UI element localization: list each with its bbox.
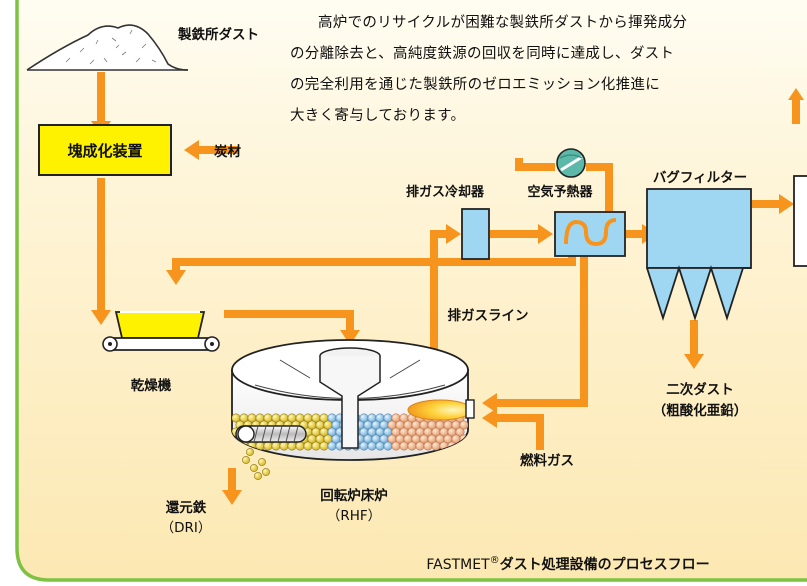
pellet <box>287 441 297 451</box>
pellet <box>279 441 289 451</box>
label-gas-cooler: 排ガス冷却器 <box>406 184 485 200</box>
pellet <box>367 441 377 451</box>
background-panel <box>15 0 807 582</box>
stack-partial <box>793 175 807 267</box>
intro-line-4: 大きく寄与しております。 <box>290 108 466 124</box>
pellet <box>423 441 433 451</box>
flow-dryer-to-rhf <box>224 310 354 332</box>
pellet <box>391 441 401 451</box>
pellet <box>263 441 273 451</box>
flow-hotair-to-rhf <box>494 256 588 407</box>
label-rhf-sub: （RHF） <box>327 508 381 524</box>
label-exhaust-line: 排ガスライン <box>448 307 529 324</box>
label-air-preheater: 空気予熱器 <box>527 184 593 200</box>
flow-return-to-dryer <box>172 256 576 272</box>
dri-pellets <box>242 448 270 480</box>
caption-prefix: FASTMET <box>426 557 490 573</box>
intro-line-1: 高炉でのリサイクルが困難な製鉄所ダストから揮発成分 <box>318 15 688 31</box>
pellet <box>303 441 313 451</box>
label-secondary-dust-sub: （粗酸化亜鉛） <box>653 402 748 419</box>
flow-exhaust-riser <box>430 230 448 375</box>
pellet <box>455 427 465 437</box>
pellet <box>415 441 425 451</box>
label-carbon: 炭材 <box>214 143 241 160</box>
gas-cooler <box>461 208 490 260</box>
pellet <box>407 441 417 451</box>
air-fan-icon <box>556 148 586 178</box>
pellet <box>431 441 441 451</box>
caption-suffix: ダスト処理設備のプロセスフロー <box>500 556 710 573</box>
pellet <box>383 441 393 451</box>
label-secondary-dust: 二次ダスト <box>666 381 734 398</box>
label-dri: 還元鉄 <box>166 499 207 516</box>
steel-dust-pile <box>26 24 189 71</box>
air-preheater <box>554 211 626 257</box>
rotary-hearth-furnace <box>231 339 475 461</box>
pellet <box>319 441 329 451</box>
bag-filter <box>646 188 752 321</box>
flow-fuel-gas <box>494 414 544 450</box>
pellet <box>399 441 409 451</box>
agglomerator-box <box>38 124 172 176</box>
flow-fan-to-preheater <box>586 163 613 212</box>
label-dryer: 乾燥機 <box>131 377 172 394</box>
pellet <box>459 420 468 430</box>
intro-line-2: の分離除去と、高純度鉄源の回収を同時に達成し、ダスト <box>290 46 675 62</box>
pellet <box>327 441 337 451</box>
label-rhf: 回転炉床炉 <box>320 487 388 504</box>
intro-paragraph: 高炉でのリサイクルが困難な製鉄所ダストから揮発成分 の分離除去と、高純度鉄源の回… <box>290 8 807 132</box>
pellet <box>375 441 385 451</box>
label-fuel-gas: 燃料ガス <box>520 452 574 469</box>
caption-reg: ® <box>490 555 500 566</box>
pellet <box>271 441 281 451</box>
label-dri-sub: （DRI） <box>161 520 212 536</box>
burner-flame-icon <box>407 399 473 421</box>
pellet <box>359 441 369 451</box>
label-bag-filter: バグフィルター <box>653 169 747 186</box>
intro-line-3: の完全利用を通じた製鉄所のゼロエミッション化推進に <box>290 77 660 93</box>
label-steel-dust: 製鉄所ダスト <box>177 26 259 43</box>
dryer <box>102 311 220 352</box>
label-agglomerator: 塊成化装置 <box>67 142 142 160</box>
caption: FASTMET®ダスト処理設備のプロセスフロー <box>426 555 709 573</box>
flow-air-intake <box>515 158 555 171</box>
pellet <box>311 441 321 451</box>
pellet <box>295 441 305 451</box>
